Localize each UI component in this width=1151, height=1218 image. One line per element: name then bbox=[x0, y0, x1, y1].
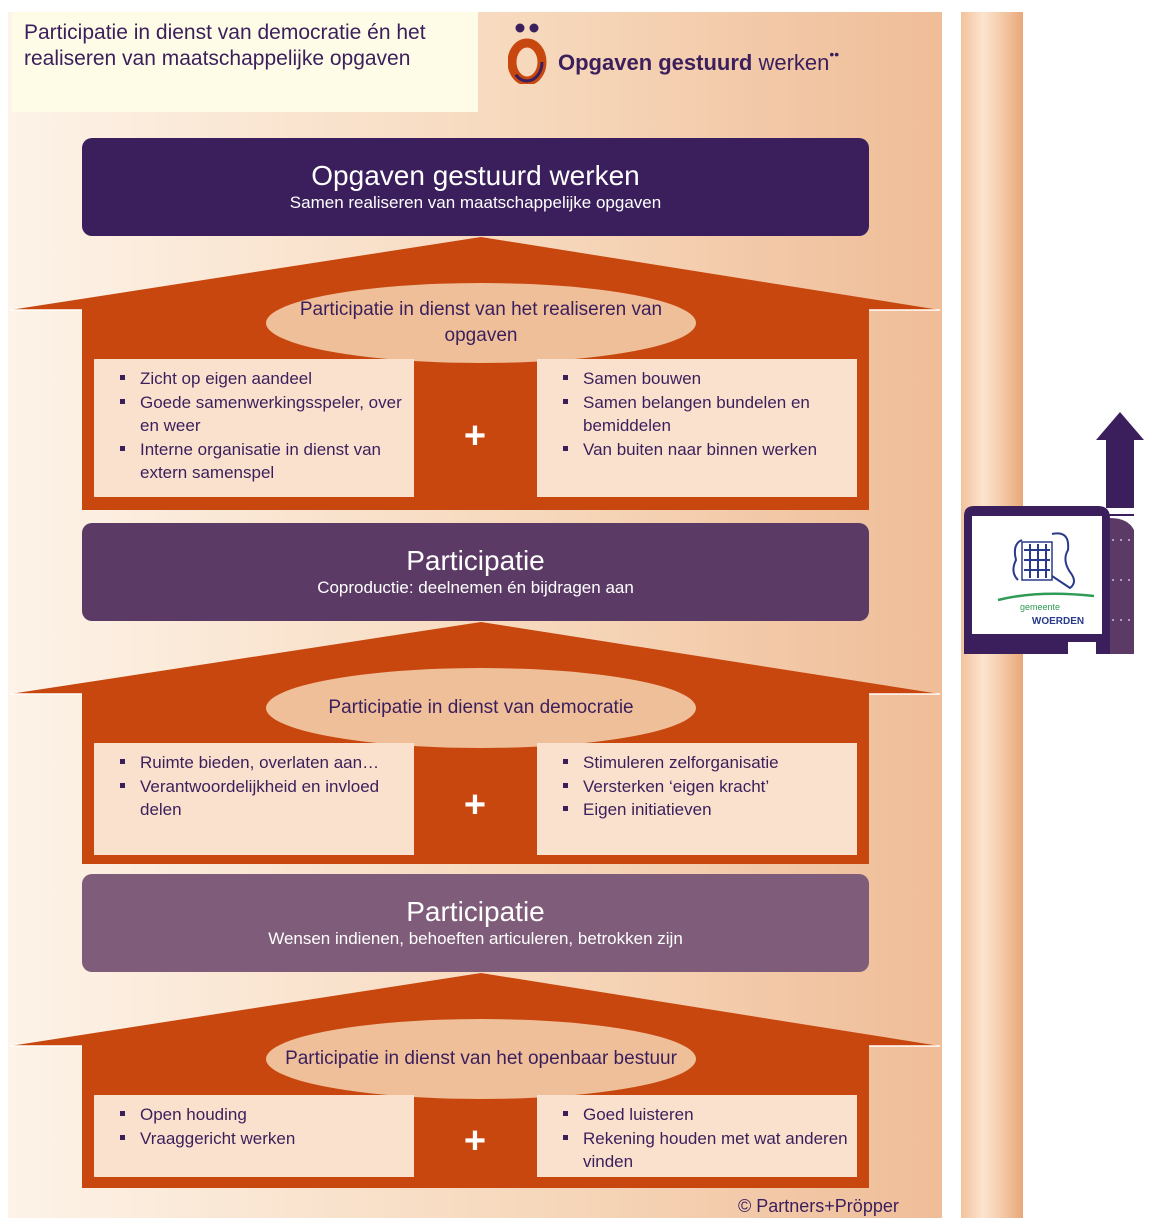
top-note: Participatie in dienst van democratie én… bbox=[12, 12, 478, 112]
level-box-wensen: Participatie Wensen indienen, behoeften … bbox=[82, 874, 869, 972]
logo-text-gemeente: gemeente bbox=[1020, 602, 1060, 612]
list-item: Samen bouwen bbox=[563, 367, 849, 391]
copyright: © Partners+Pröpper bbox=[738, 1196, 899, 1216]
list-item: Interne organisatie in dienst van extern… bbox=[120, 438, 406, 485]
roof-ellipse-democratie: Participatie in dienst van democratie bbox=[266, 668, 696, 748]
roof-1-right-column: Samen bouwen Samen belangen bundelen en … bbox=[537, 359, 857, 497]
woerden-sign-graphic: gemeente WOERDEN bbox=[964, 412, 1144, 654]
roof-2-left-column: Ruimte bieden, overlaten aan… Verantwoor… bbox=[94, 743, 414, 855]
level-subtitle: Wensen indienen, behoeften articuleren, … bbox=[268, 929, 683, 948]
up-arrow-icon bbox=[1096, 412, 1144, 508]
level-title: Participatie bbox=[406, 545, 545, 576]
list-item: Ruimte bieden, overlaten aan… bbox=[120, 751, 406, 775]
list-item: Goed luisteren bbox=[563, 1103, 849, 1127]
brand-name: Opgaven gestuurd werken•• bbox=[558, 46, 840, 75]
plus-sign: + bbox=[463, 784, 487, 826]
level-subtitle: Coproductie: deelnemen én bijdragen aan bbox=[317, 578, 634, 597]
plus-sign: + bbox=[463, 415, 487, 457]
level-box-coproductie: Participatie Coproductie: deelnemen én b… bbox=[82, 523, 869, 621]
level-title: Opgaven gestuurd werken bbox=[311, 160, 640, 191]
roof-ellipse-opgaven: Participatie in dienst van het realisere… bbox=[266, 283, 696, 363]
logo-text-woerden: WOERDEN bbox=[1032, 616, 1084, 627]
roof-1-left-column: Zicht op eigen aandeel Goede samenwerkin… bbox=[94, 359, 414, 497]
list-item: Samen belangen bundelen en bemiddelen bbox=[563, 391, 849, 438]
brand-logo: Opgaven gestuurd werken•• bbox=[508, 22, 888, 84]
plus-sign: + bbox=[463, 1120, 487, 1162]
list-item: Open houding bbox=[120, 1103, 406, 1127]
list-item: Vraaggericht werken bbox=[120, 1127, 406, 1151]
list-item: Goede samenwerkingsspeler, over en weer bbox=[120, 391, 406, 438]
roof-ellipse-openbaar-bestuur: Participatie in dienst van het openbaar … bbox=[266, 1019, 696, 1099]
list-item: Eigen initiatieven bbox=[563, 798, 849, 822]
roof-3-right-column: Goed luisteren Rekening houden met wat a… bbox=[537, 1095, 857, 1177]
list-item: Rekening houden met wat anderen vinden bbox=[563, 1127, 849, 1174]
level-title: Participatie bbox=[406, 896, 545, 927]
level-box-opgaven: Opgaven gestuurd werken Samen realiseren… bbox=[82, 138, 869, 236]
roof-2-right-column: Stimuleren zelforganisatie Versterken ‘e… bbox=[537, 743, 857, 855]
brand-o-icon bbox=[508, 23, 547, 84]
list-item: Stimuleren zelforganisatie bbox=[563, 751, 849, 775]
woerden-coat-of-arms-icon bbox=[997, 532, 1095, 602]
roof-3-left-column: Open houding Vraaggericht werken bbox=[94, 1095, 414, 1177]
list-item: Verantwoordelijkheid en invloed delen bbox=[120, 775, 406, 822]
list-item: Zicht op eigen aandeel bbox=[120, 367, 406, 391]
list-item: Versterken ‘eigen kracht’ bbox=[563, 775, 849, 799]
list-item: Van buiten naar binnen werken bbox=[563, 438, 849, 462]
level-subtitle: Samen realiseren van maatschappelijke op… bbox=[289, 193, 662, 212]
